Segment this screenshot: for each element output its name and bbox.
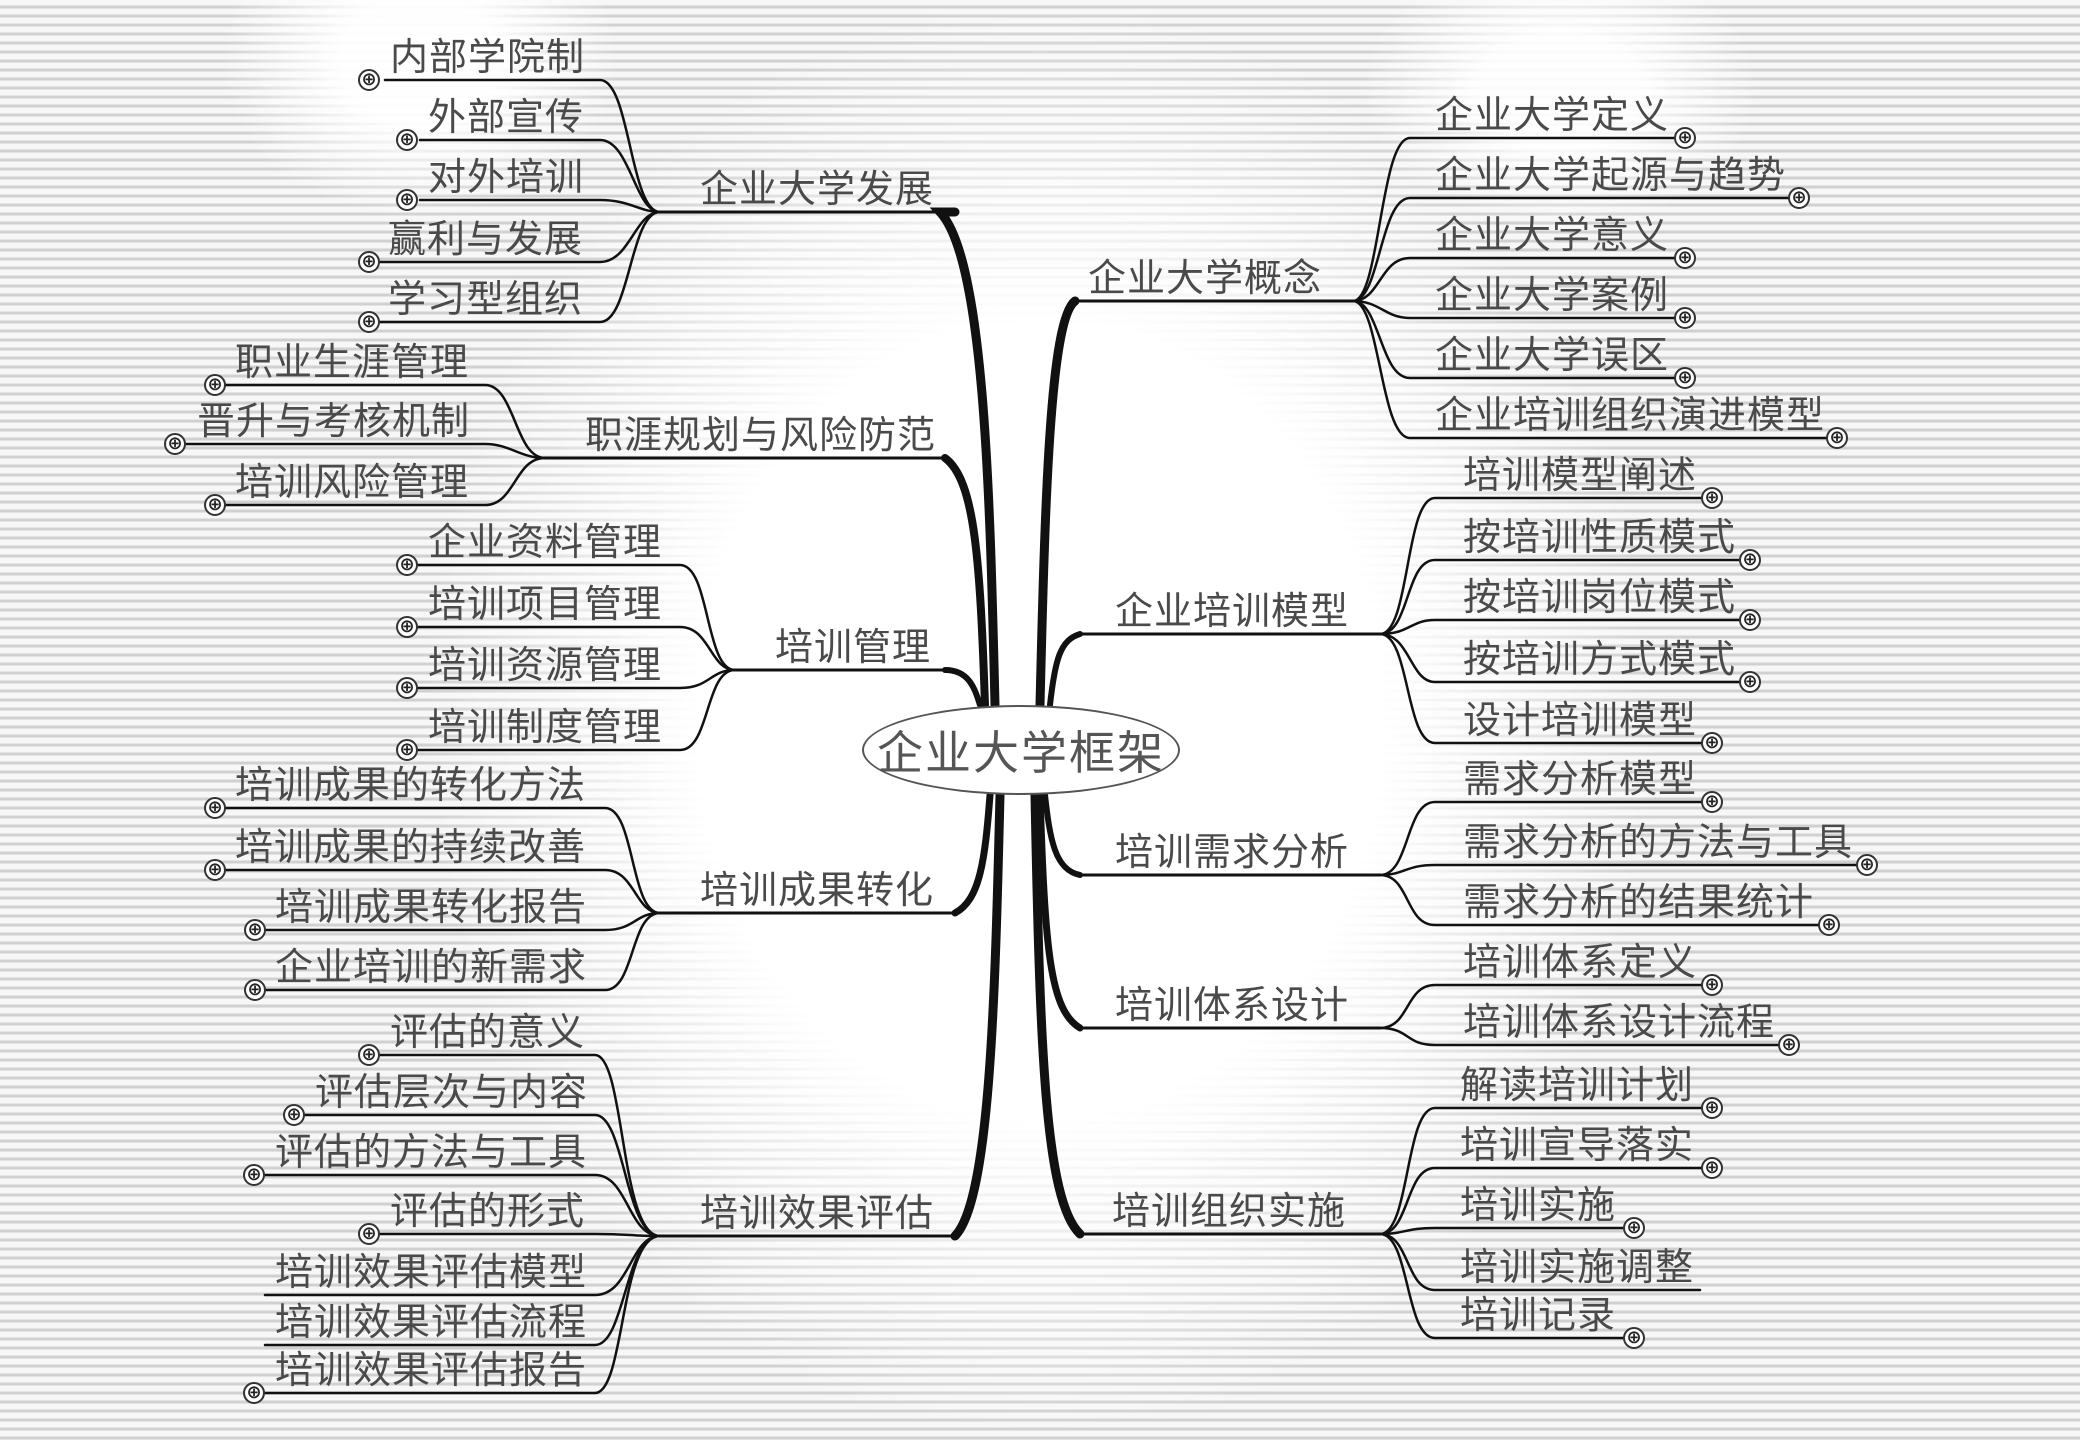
expand-icon[interactable]: ⊕ xyxy=(1674,127,1696,149)
leaf-node[interactable]: 晋升与考核机制 xyxy=(197,399,471,443)
leaf-node[interactable]: 按培训方式模式 xyxy=(1463,637,1737,681)
leaf-node[interactable]: 企业大学起源与趋势 xyxy=(1435,153,1787,197)
leaf-node[interactable]: 培训成果的转化方法 xyxy=(235,763,587,807)
expand-icon[interactable]: ⊕ xyxy=(243,1382,265,1404)
leaf-node[interactable]: 需求分析的结果统计 xyxy=(1463,880,1815,924)
expand-icon[interactable]: ⊕ xyxy=(283,1104,305,1126)
leaf-node[interactable]: 企业培训的新需求 xyxy=(275,945,588,989)
leaf-node[interactable]: 培训制度管理 xyxy=(428,705,663,749)
expand-icon[interactable]: ⊕ xyxy=(1739,609,1761,631)
expand-icon[interactable]: ⊕ xyxy=(1856,854,1878,876)
branch-enterprise-university-concept[interactable]: 企业大学概念 xyxy=(1088,256,1323,300)
expand-icon[interactable]: ⊕ xyxy=(204,494,226,516)
leaf-node[interactable]: 企业大学定义 xyxy=(1435,93,1670,137)
expand-icon[interactable]: ⊕ xyxy=(1674,307,1696,329)
expand-icon[interactable]: ⊕ xyxy=(1674,367,1696,389)
expand-icon[interactable]: ⊕ xyxy=(1739,671,1761,693)
leaf-node[interactable]: 企业大学误区 xyxy=(1435,333,1670,377)
expand-icon[interactable]: ⊕ xyxy=(358,1223,380,1245)
expand-icon[interactable]: ⊕ xyxy=(204,374,226,396)
leaf-node[interactable]: 对外培训 xyxy=(428,155,585,199)
leaf-node[interactable]: 赢利与发展 xyxy=(388,217,584,261)
expand-icon[interactable]: ⊕ xyxy=(1701,487,1723,509)
leaf-node[interactable]: 培训成果转化报告 xyxy=(275,885,588,929)
expand-icon[interactable]: ⊕ xyxy=(1623,1327,1645,1349)
leaf-node[interactable]: 需求分析的方法与工具 xyxy=(1463,820,1854,864)
branch-training-organization-implementation[interactable]: 培训组织实施 xyxy=(1112,1189,1347,1233)
expand-icon[interactable]: ⊕ xyxy=(204,859,226,881)
branch-enterprise-university-development[interactable]: 企业大学发展 xyxy=(700,167,935,211)
expand-icon[interactable]: ⊕ xyxy=(1818,914,1840,936)
expand-icon[interactable]: ⊕ xyxy=(244,979,266,1001)
leaf-node[interactable]: 培训效果评估流程 xyxy=(275,1300,588,1344)
leaf-node[interactable]: 培训实施 xyxy=(1460,1183,1617,1227)
leaf-node[interactable]: 培训体系定义 xyxy=(1463,940,1698,984)
expand-icon[interactable]: ⊕ xyxy=(1739,549,1761,571)
leaf-node[interactable]: 外部宣传 xyxy=(428,95,585,139)
branch-training-needs-analysis[interactable]: 培训需求分析 xyxy=(1115,830,1350,874)
expand-icon[interactable]: ⊕ xyxy=(358,69,380,91)
expand-icon[interactable]: ⊕ xyxy=(204,797,226,819)
expand-icon[interactable]: ⊕ xyxy=(1826,427,1848,449)
expand-icon[interactable]: ⊕ xyxy=(1701,1157,1723,1179)
central-topic-label: 企业大学框架 xyxy=(877,726,1165,780)
expand-icon[interactable]: ⊕ xyxy=(1701,974,1723,996)
leaf-node[interactable]: 培训风险管理 xyxy=(235,460,470,504)
leaf-node[interactable]: 按培训岗位模式 xyxy=(1463,575,1737,619)
leaf-node[interactable]: 企业资料管理 xyxy=(428,520,663,564)
expand-icon[interactable]: ⊕ xyxy=(164,433,186,455)
leaf-node[interactable]: 评估的方法与工具 xyxy=(275,1130,588,1174)
leaf-node[interactable]: 评估的形式 xyxy=(390,1189,586,1233)
expand-icon[interactable]: ⊕ xyxy=(396,677,418,699)
expand-icon[interactable]: ⊕ xyxy=(1778,1034,1800,1056)
expand-icon[interactable]: ⊕ xyxy=(1701,791,1723,813)
leaf-node[interactable]: 培训成果的持续改善 xyxy=(235,825,587,869)
expand-icon[interactable]: ⊕ xyxy=(1623,1217,1645,1239)
leaf-node[interactable]: 职业生涯管理 xyxy=(235,340,470,384)
expand-icon[interactable]: ⊕ xyxy=(396,554,418,576)
expand-icon[interactable]: ⊕ xyxy=(396,129,418,151)
expand-icon[interactable]: ⊕ xyxy=(358,311,380,333)
branch-training-system-design[interactable]: 培训体系设计 xyxy=(1115,983,1350,1027)
expand-icon[interactable]: ⊕ xyxy=(244,919,266,941)
leaf-node[interactable]: 按培训性质模式 xyxy=(1463,515,1737,559)
expand-icon[interactable]: ⊕ xyxy=(396,616,418,638)
leaf-node[interactable]: 设计培训模型 xyxy=(1463,698,1698,742)
central-topic[interactable]: 企业大学框架 xyxy=(862,705,1180,795)
leaf-node[interactable]: 培训记录 xyxy=(1460,1293,1617,1337)
branch-training-management[interactable]: 培训管理 xyxy=(775,625,932,669)
leaf-node[interactable]: 解读培训计划 xyxy=(1460,1063,1695,1107)
expand-icon[interactable]: ⊕ xyxy=(1788,187,1810,209)
leaf-node[interactable]: 培训体系设计流程 xyxy=(1463,1000,1776,1044)
leaf-node[interactable]: 评估的意义 xyxy=(390,1010,586,1054)
expand-icon[interactable]: ⊕ xyxy=(396,189,418,211)
leaf-node[interactable]: 需求分析模型 xyxy=(1463,757,1698,801)
expand-icon[interactable]: ⊕ xyxy=(243,1164,265,1186)
expand-icon[interactable]: ⊕ xyxy=(1701,1097,1723,1119)
expand-icon[interactable]: ⊕ xyxy=(396,739,418,761)
leaf-node[interactable]: 培训实施调整 xyxy=(1460,1245,1695,1289)
leaf-node[interactable]: 培训项目管理 xyxy=(428,582,663,626)
leaf-node[interactable]: 学习型组织 xyxy=(388,277,584,321)
leaf-node[interactable]: 培训资源管理 xyxy=(428,643,663,687)
leaf-node[interactable]: 企业培训组织演进模型 xyxy=(1435,393,1826,437)
expand-icon[interactable]: ⊕ xyxy=(1701,732,1723,754)
leaf-node[interactable]: 评估层次与内容 xyxy=(315,1070,589,1114)
leaf-node[interactable]: 企业大学意义 xyxy=(1435,213,1670,257)
expand-icon[interactable]: ⊕ xyxy=(358,251,380,273)
leaf-node[interactable]: 企业大学案例 xyxy=(1435,273,1670,317)
branch-training-outcome-transfer[interactable]: 培训成果转化 xyxy=(700,868,935,912)
leaf-node[interactable]: 培训模型阐述 xyxy=(1463,453,1698,497)
leaf-node[interactable]: 培训效果评估报告 xyxy=(275,1348,588,1392)
branch-training-effect-evaluation[interactable]: 培训效果评估 xyxy=(700,1191,935,1235)
branch-career-planning-risk[interactable]: 职涯规划与风险防范 xyxy=(585,413,937,457)
leaf-node[interactable]: 培训效果评估模型 xyxy=(275,1250,588,1294)
branch-enterprise-training-model[interactable]: 企业培训模型 xyxy=(1115,589,1350,633)
leaf-node[interactable]: 内部学院制 xyxy=(390,35,586,79)
leaf-node[interactable]: 培训宣导落实 xyxy=(1460,1123,1695,1167)
expand-icon[interactable]: ⊕ xyxy=(358,1044,380,1066)
expand-icon[interactable]: ⊕ xyxy=(1674,247,1696,269)
